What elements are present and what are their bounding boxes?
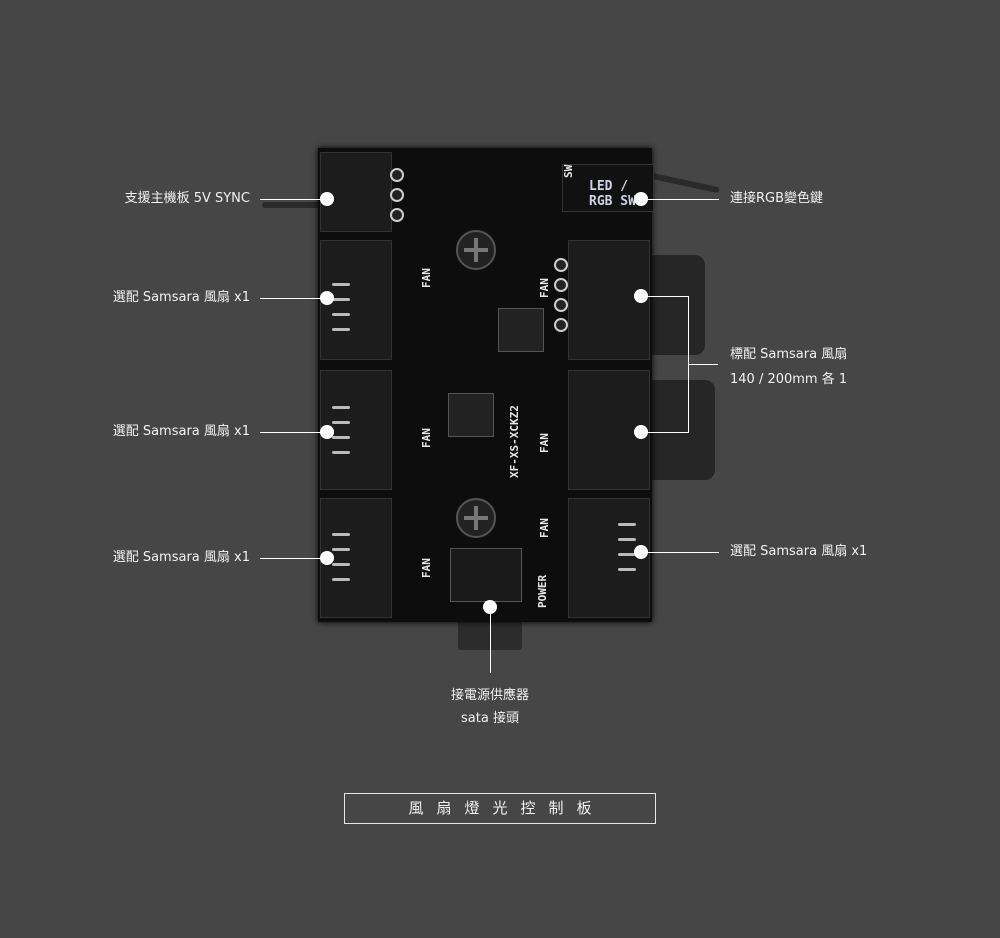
- chip-u1: [448, 393, 494, 437]
- fan-header-right-3: [568, 498, 650, 618]
- callout-standard-fan-line1: 標配 Samsara 風扇: [730, 347, 848, 362]
- model-silkscreen: XF-XS-XCKZ2: [508, 405, 521, 478]
- fan-controller-board: LED / RGB SW SW FAN FAN FAN FAN FAN FAN …: [318, 148, 654, 622]
- callout-dot: [320, 291, 334, 305]
- fan-silkscreen: FAN: [538, 518, 551, 538]
- power-connector: [450, 548, 522, 602]
- sw-silkscreen: SW: [562, 164, 575, 178]
- fan-silkscreen: FAN: [420, 428, 433, 448]
- callout-dot: [320, 192, 334, 206]
- callout-optional-fan-right: 選配 Samsara 風扇 x1: [730, 544, 868, 559]
- screw-icon: [456, 230, 496, 270]
- sync-header: [320, 152, 392, 232]
- callout-dot: [320, 551, 334, 565]
- chip-u2: [498, 308, 544, 352]
- callout-standard-fan-line2: 140 / 200mm 各 1: [730, 372, 848, 387]
- fan-silkscreen: FAN: [420, 558, 433, 578]
- power-silkscreen: POWER: [536, 574, 549, 608]
- callout-optional-fan-2: 選配 Samsara 風扇 x1: [112, 424, 250, 439]
- callout-power-line1: 接電源供應器: [450, 688, 529, 703]
- callout-rgb-switch: 連接RGB變色鍵: [730, 191, 824, 206]
- callout-power-line2: sata 接頭: [461, 711, 519, 726]
- callout-sync: 支援主機板 5V SYNC: [124, 191, 250, 206]
- rgb-switch-connector: LED / RGB SW: [562, 164, 654, 212]
- diagram-title: 風扇燈光控制板: [344, 793, 656, 824]
- switch-silkscreen: LED / RGB SW: [589, 179, 636, 209]
- callout-optional-fan-1: 選配 Samsara 風扇 x1: [112, 290, 250, 305]
- fan-silkscreen: FAN: [420, 268, 433, 288]
- fan-silkscreen: FAN: [538, 278, 551, 298]
- callout-optional-fan-3: 選配 Samsara 風扇 x1: [112, 550, 250, 565]
- screw-icon: [456, 498, 496, 538]
- standard-fan-cables-2: [645, 380, 715, 480]
- standard-fan-cables: [645, 255, 705, 355]
- fan-silkscreen: FAN: [538, 433, 551, 453]
- callout-dot: [320, 425, 334, 439]
- sync-cable: [262, 202, 322, 208]
- rgb-switch-cable: [650, 172, 720, 194]
